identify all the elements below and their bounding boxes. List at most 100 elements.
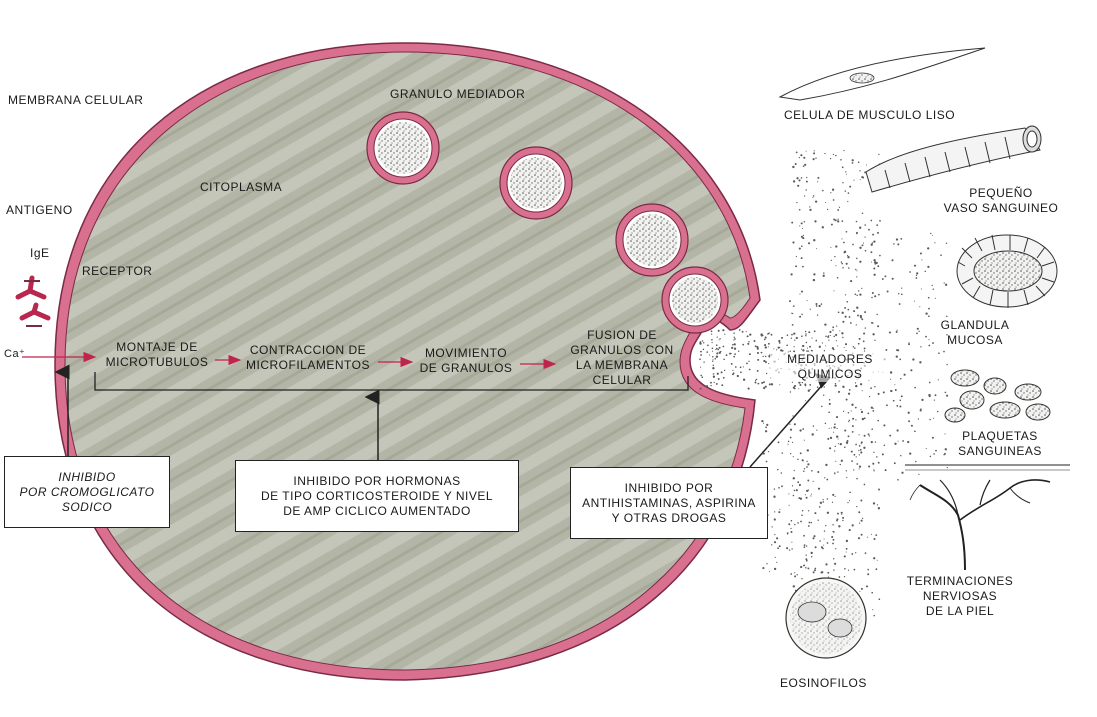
- mediator-dot: [845, 547, 848, 550]
- mediator-dot: [733, 343, 736, 346]
- mediator-dot: [842, 266, 844, 269]
- mediator-dot: [705, 385, 709, 388]
- mediator-dot: [823, 538, 825, 540]
- mediator-dot: [760, 351, 763, 354]
- mediator-dot: [822, 274, 825, 277]
- mediator-dot: [876, 313, 878, 316]
- mediator-dot: [867, 433, 870, 436]
- mediator-dot: [843, 575, 846, 578]
- mediator-dot: [805, 150, 807, 152]
- mediator-dot: [774, 511, 776, 513]
- mediator-dot: [764, 336, 767, 339]
- mediator-dot: [826, 208, 829, 211]
- mediator-dot: [835, 265, 837, 267]
- mediator-dot: [823, 272, 825, 274]
- mediator-dot: [870, 441, 873, 444]
- mediator-dot: [788, 549, 791, 551]
- mediator-dot: [908, 342, 910, 344]
- mediator-dot: [852, 418, 855, 420]
- mediator-dot: [851, 425, 854, 428]
- mediator-dot: [845, 470, 847, 472]
- mediator-dot: [831, 347, 835, 350]
- mediator-dot: [715, 344, 718, 347]
- mediator-dot: [925, 312, 928, 315]
- mediator-dot: [856, 306, 859, 309]
- mediator-dot: [934, 242, 936, 244]
- mediator-dot: [877, 419, 879, 422]
- mediator-dot: [871, 533, 873, 535]
- mediator-dot: [943, 282, 945, 284]
- mediator-dot: [770, 383, 774, 386]
- mediator-dot: [812, 571, 815, 574]
- mediator-dot: [794, 387, 796, 390]
- mediator-dot: [918, 473, 920, 476]
- mediator-dot: [857, 342, 860, 345]
- mediator-dot: [829, 330, 832, 334]
- mediator-dot: [816, 386, 819, 388]
- mediator-dot: [851, 431, 854, 433]
- mediator-dot: [776, 537, 779, 540]
- mediator-dot: [822, 501, 825, 503]
- mediator-dot: [877, 325, 880, 328]
- mediator-dot: [919, 252, 922, 255]
- mediator-dot: [808, 331, 811, 334]
- mediator-dot: [779, 508, 781, 510]
- mediator-dot: [932, 288, 935, 290]
- mediator-dot: [837, 345, 839, 347]
- mediator-dot: [863, 332, 866, 335]
- mediator-dot: [892, 399, 895, 402]
- mediator-dot: [870, 243, 873, 246]
- mediator-dot: [912, 358, 915, 361]
- mediator-dot: [824, 345, 827, 347]
- mediator-dot: [811, 433, 814, 436]
- mediator-dot: [806, 299, 808, 302]
- mediator-dot: [846, 476, 848, 479]
- mediator-dot: [764, 346, 767, 349]
- mediator-dot: [710, 330, 713, 333]
- mediator-dot: [934, 297, 936, 299]
- mediator-dot: [840, 459, 843, 462]
- mediator-dot: [845, 230, 848, 233]
- mediator-dot: [845, 551, 847, 553]
- mediator-dot: [813, 152, 816, 155]
- mediator-dot: [777, 346, 780, 349]
- granule: [615, 203, 689, 277]
- mediator-dot: [793, 384, 797, 388]
- mediator-dot: [844, 190, 847, 192]
- mediator-dot: [928, 395, 931, 398]
- mediator-dot: [699, 342, 702, 345]
- mediator-dot: [864, 224, 866, 226]
- mediator-dot: [789, 428, 793, 431]
- mediator-dot: [830, 427, 833, 429]
- mediator-dot: [862, 340, 865, 343]
- mediator-dot: [845, 398, 848, 401]
- mediator-dot: [817, 519, 819, 521]
- mediator-dot: [920, 288, 922, 290]
- mediator-dot: [788, 523, 791, 526]
- mediator-dot: [791, 333, 793, 336]
- antigen-icon: [24, 280, 42, 327]
- mediator-dot: [891, 259, 894, 262]
- mediator-dot: [837, 209, 840, 211]
- mediator-dot: [789, 300, 791, 303]
- mediator-dot: [716, 347, 718, 350]
- mediator-dot: [833, 569, 835, 571]
- mediator-dot: [848, 419, 851, 422]
- mediator-dot: [794, 575, 797, 578]
- mediator-dot: [713, 373, 715, 375]
- mediator-dot: [814, 546, 817, 549]
- mediator-dot: [805, 554, 807, 556]
- mediator-dot: [931, 284, 933, 287]
- mediator-dot: [817, 487, 821, 490]
- mediator-dot: [837, 220, 840, 223]
- mediator-dot: [802, 265, 804, 268]
- mediator-dot: [790, 573, 793, 575]
- mediator-dot: [792, 585, 795, 588]
- mediator-dot: [717, 329, 720, 332]
- granule: [499, 146, 573, 220]
- mediator-dot: [700, 350, 702, 353]
- mediator-dot: [723, 358, 725, 361]
